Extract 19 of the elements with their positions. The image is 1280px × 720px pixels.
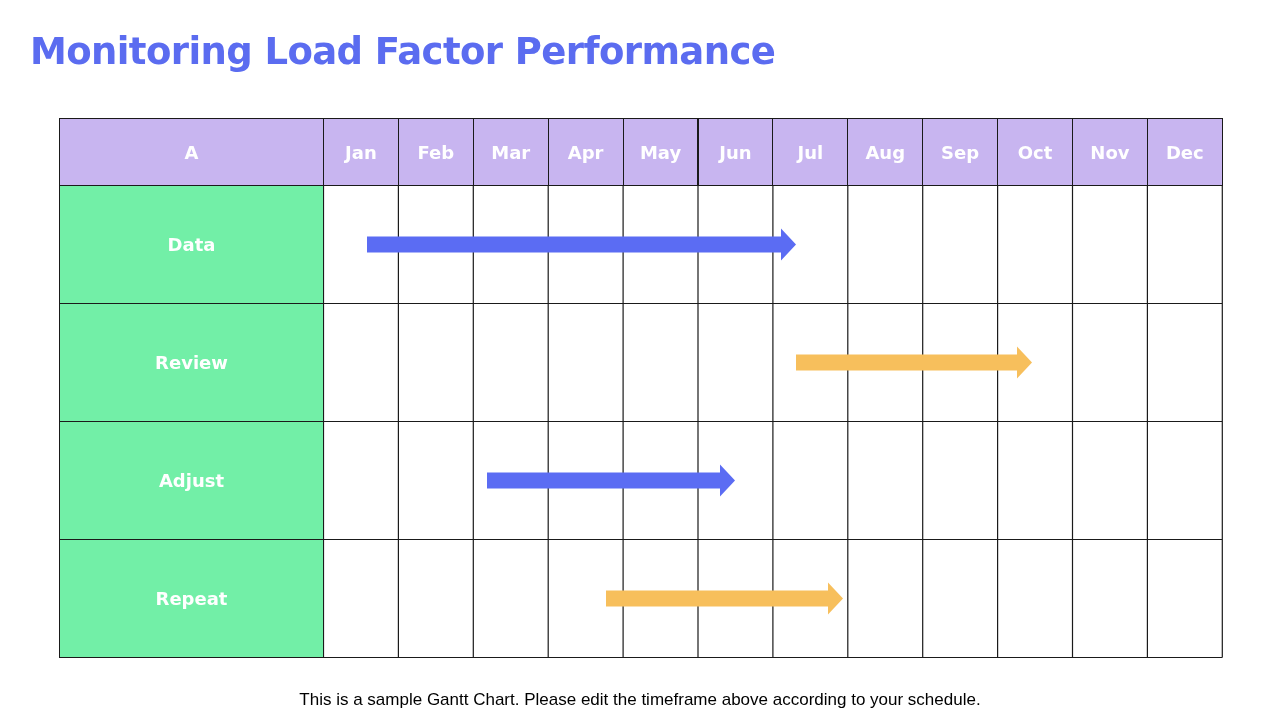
column-header: Dec	[1146, 118, 1223, 186]
column-header: May	[622, 118, 699, 186]
column-header: Feb	[397, 118, 474, 186]
row-header: Repeat	[59, 539, 324, 658]
title: Monitoring Load Factor Performance	[30, 30, 776, 73]
row-header: Review	[59, 303, 324, 422]
column-header: Jun	[697, 118, 774, 186]
column-header: Oct	[997, 118, 1073, 186]
caption: This is a sample Gantt Chart. Please edit the timeframe above according to your schedule.	[299, 690, 981, 709]
column-header: Jul	[772, 118, 849, 186]
column-header: Nov	[1072, 118, 1148, 186]
column-header: Aug	[847, 118, 924, 186]
column-header: Apr	[547, 118, 624, 186]
column-header: A	[59, 118, 324, 186]
column-header: Sep	[922, 118, 999, 186]
column-header: Mar	[472, 118, 549, 186]
row-header: Adjust	[59, 421, 324, 540]
column-header: Jan	[323, 118, 399, 186]
row-header: Data	[59, 185, 324, 304]
